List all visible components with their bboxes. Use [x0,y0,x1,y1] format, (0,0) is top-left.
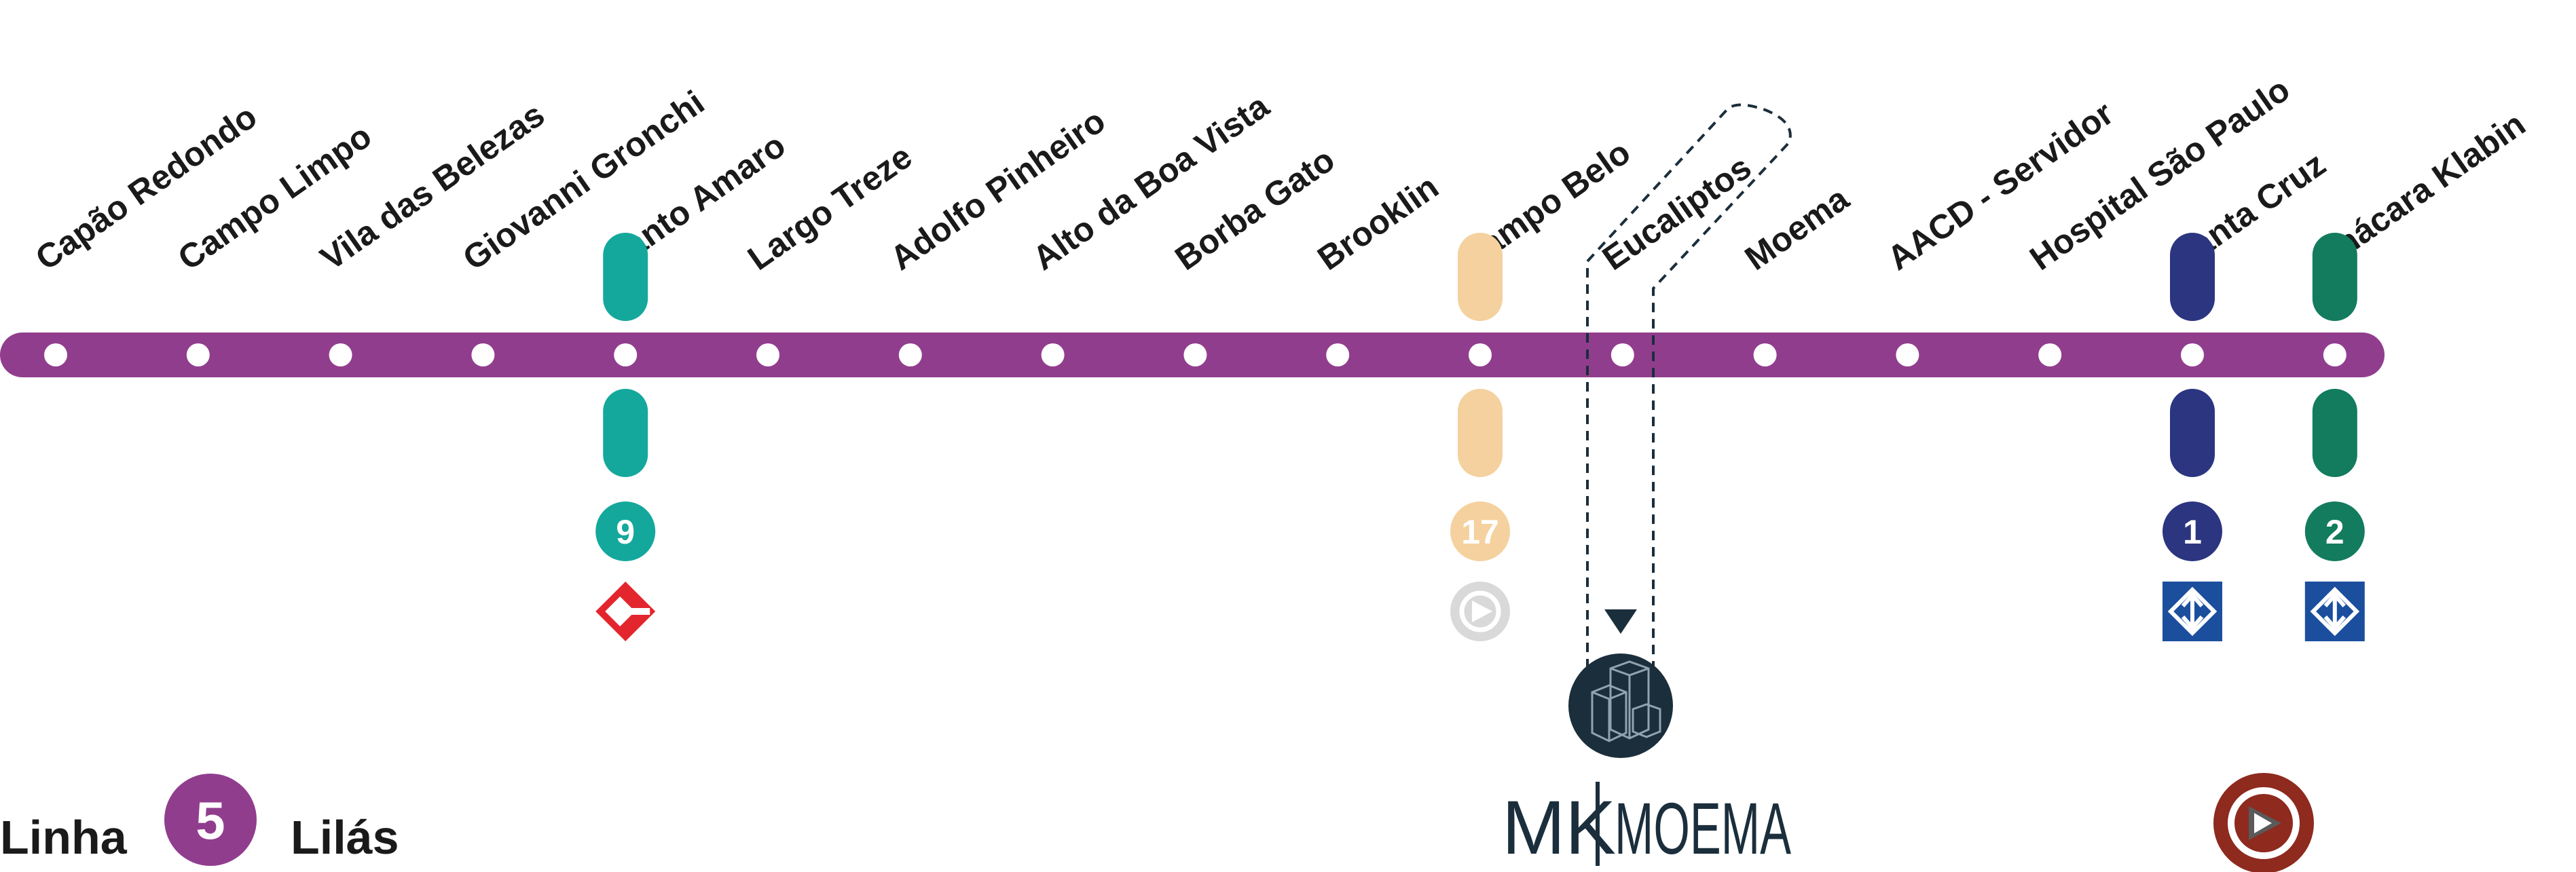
transfer-bar-top [2170,233,2215,321]
station-label: Moema [1738,179,1856,278]
station-dot [329,343,352,366]
station-label: Brooklin [1310,168,1445,278]
station-label: Alto da Boa Vista [1026,86,1276,278]
station-dot [1753,343,1777,366]
transfers-layer: 9 17 1 2 [595,233,2365,641]
station-dot [2038,343,2062,366]
metro-sp-logo-icon [2304,582,2365,641]
transfer-bar-bottom [1458,389,1503,477]
logo-divider [1596,782,1600,866]
eucaliptos-highlight-bracket [1586,103,1792,668]
transfer-line-number: 9 [616,513,635,551]
line-number-badge [164,774,257,866]
viamobilidade-logo-icon [2213,773,2314,872]
station-dot [1326,343,1350,366]
station-dot [471,343,495,366]
down-arrow-icon [1604,609,1637,634]
transfer-group: 2 [2304,233,2365,641]
station-dot [1896,343,1919,366]
legend-prefix: Linha [0,811,128,864]
transfer-bar-bottom [2312,389,2357,477]
line-legend: Linha 5 Lilás [0,774,399,866]
legend-color-name: Lilás [291,811,399,864]
station-dot [614,343,638,366]
metro-sp-logo-icon [2163,582,2222,641]
transfer-line-badge [2304,501,2365,561]
transfer-line-badge [2163,501,2222,561]
station-label: Hospital São Paulo [2023,70,2296,278]
transfer-line-badge [1450,501,1510,561]
transfer-group: 17 [1450,233,1510,641]
building-cubes-icon [1568,653,1673,758]
transfer-group: 1 [2163,233,2222,641]
moema-name: MOEMA [1615,787,1791,869]
transfer-line-number: 1 [2183,513,2202,551]
transfer-bar-top [603,233,648,321]
transfer-line-badge [595,501,656,561]
station-dot [1183,343,1207,366]
transfer-line-number: 2 [2325,513,2344,551]
station-dot [1041,343,1065,366]
transfer-bar-top [1458,233,1503,321]
transfer-line-number: 17 [1461,513,1499,551]
station-dot [898,343,922,366]
station-dot [2323,343,2347,366]
transfer-bar-bottom [603,389,648,477]
transfer-bar-top [2312,233,2357,321]
station-dot [756,343,779,366]
line-number: 5 [196,791,225,850]
cptm-logo-icon [595,582,656,641]
station-dot [2181,343,2204,366]
transfer-bar-bottom [2170,389,2215,477]
station-dot [1469,343,1492,366]
viamobilidade-logo-icon [1450,582,1510,641]
transfer-group: 9 [595,233,656,641]
mk-moema-logo: MK MOEMA [1502,782,1791,870]
station-dot [1611,343,1634,366]
station-label: AACD - Servidor [1881,94,2120,278]
station-label: Giovanni Gronchi [456,83,712,278]
station-dot [186,343,210,366]
station-dot [44,343,67,366]
